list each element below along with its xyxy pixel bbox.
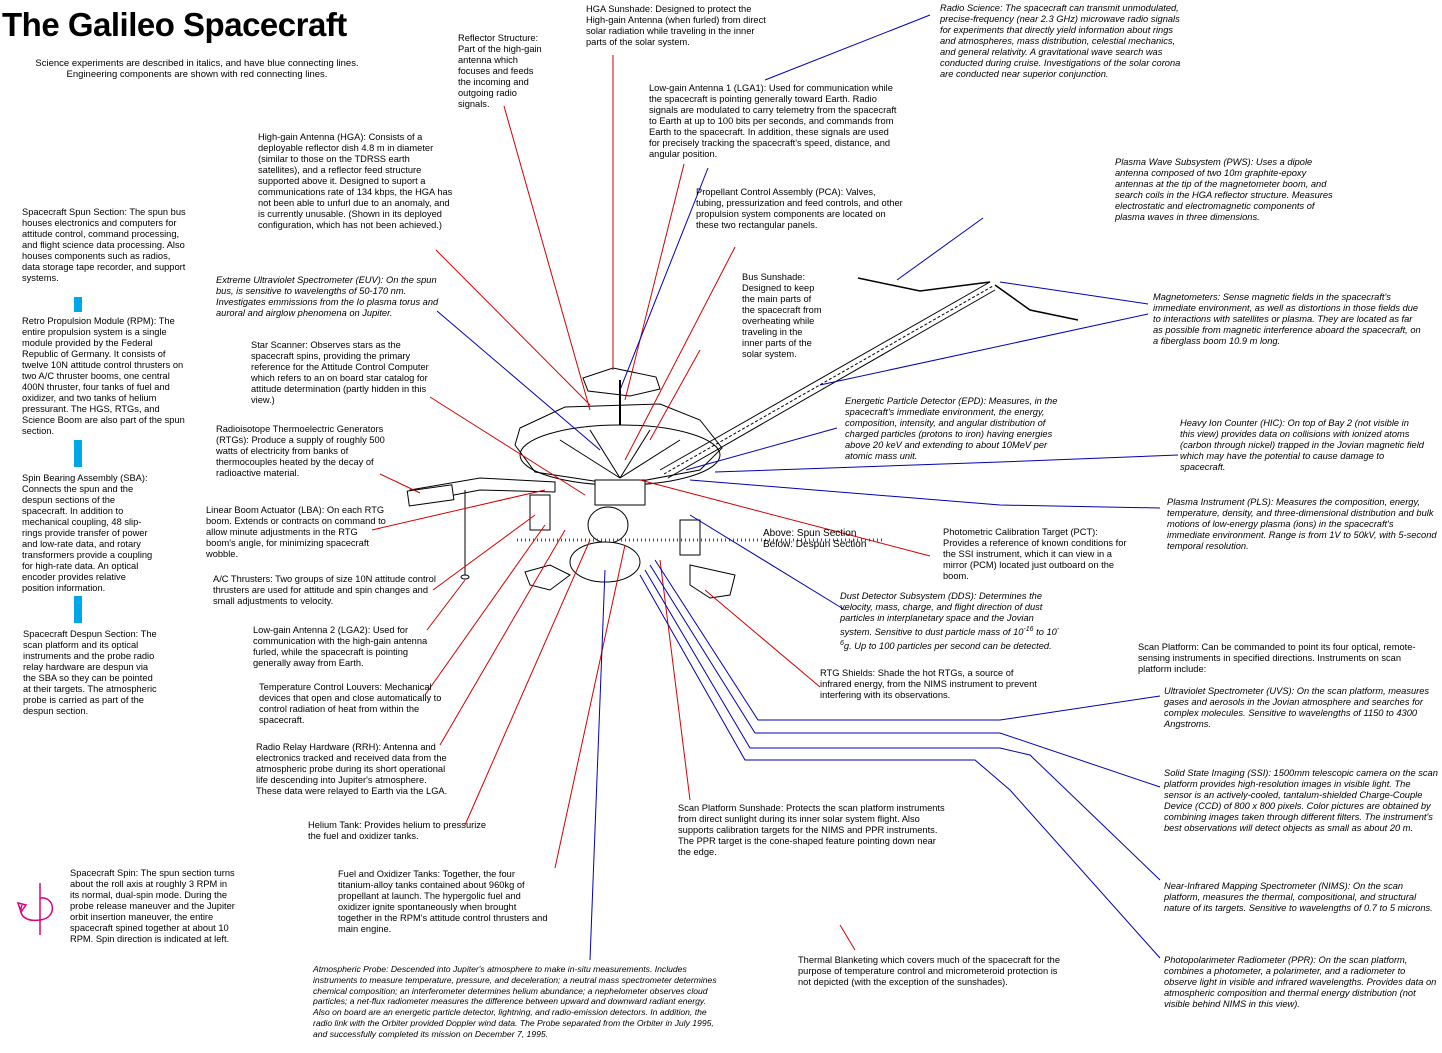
label-pls: Plasma Instrument (PLS): Measures the co… xyxy=(1167,497,1437,551)
science-lines xyxy=(436,14,1179,961)
label-louvers: Temperature Control Louvers: Mechanical … xyxy=(259,682,442,725)
label-bus-sunshade: Bus Sunshade: Designed to keep the main … xyxy=(742,272,822,359)
label-pca: Propellant Control Assembly (PCA): Valve… xyxy=(696,187,903,230)
label-nims: Near-Infrared Mapping Spectrometer (NIMS… xyxy=(1164,881,1433,913)
label-rrh: Radio Relay Hardware (RRH): Antenna and … xyxy=(256,742,448,796)
spun-bus xyxy=(594,479,646,506)
label-uvs: Ultraviolet Spectrometer (UVS): On the s… xyxy=(1164,686,1430,729)
spacecraft-drawing xyxy=(406,277,1079,599)
pws-antenna-2 xyxy=(994,284,1079,321)
rtg-shield xyxy=(679,519,701,556)
label-atmospheric-probe: Atmospheric Probe: Descended into Jupite… xyxy=(313,964,717,1039)
label-rpm: Retro Propulsion Module (RPM): The entir… xyxy=(22,316,185,436)
scan-platform-sunshade xyxy=(689,564,736,599)
label-ac-thrusters: A/C Thrusters: Two groups of size 10N at… xyxy=(213,574,436,606)
section-divider-bar xyxy=(74,297,82,312)
label-ppr: Photopolarimeter Radiometer (PPR): On th… xyxy=(1164,955,1437,1009)
label-rtg-shields: RTG Shields: Shade the hot RTGs, a sourc… xyxy=(820,668,1037,700)
fuel-tank xyxy=(587,506,629,544)
label-pct: Photometric Calibration Target (PCT): Pr… xyxy=(943,527,1127,581)
label-despun-section: Spacecraft Despun Section: The scan plat… xyxy=(23,629,157,716)
separator-below-label: Below: Despun Section xyxy=(763,539,867,550)
label-hic: Heavy Ion Counter (HIC): On top of Bay 2… xyxy=(1180,418,1424,472)
label-dds: Dust Detector Subsystem (DDS): Determine… xyxy=(840,591,1060,652)
label-euv: Extreme Ultraviolet Spectrometer (EUV): … xyxy=(216,275,439,318)
label-lba: Linear Boom Actuator (LBA): On each RTG … xyxy=(206,505,386,559)
label-spacecraft-spin: Spacecraft Spin: The spun section turns … xyxy=(70,868,235,944)
label-scan-platform: Scan Platform: Can be commanded to point… xyxy=(1138,642,1416,674)
label-helium-tank: Helium Tank: Provides helium to pressuri… xyxy=(308,820,487,841)
page-title: The Galileo Spacecraft xyxy=(2,6,347,43)
label-pws: Plasma Wave Subsystem (PWS): Uses a dipo… xyxy=(1115,157,1333,222)
label-reflector-structure: Reflector Structure: Part of the high-ga… xyxy=(458,33,542,109)
legend-note: Science experiments are described in ita… xyxy=(35,58,359,80)
pca-panel xyxy=(529,494,551,531)
hga-dish xyxy=(519,424,721,486)
label-radio-science: Radio Science: The spacecraft can transm… xyxy=(940,3,1181,79)
hga-sunshade xyxy=(582,367,661,397)
label-lga2: Low-gain Antenna 2 (LGA2): Used for comm… xyxy=(253,625,428,668)
separator-above-label: Above: Spun Section xyxy=(763,528,857,539)
label-fuel-oxidizer: Fuel and Oxidizer Tanks: Together, the f… xyxy=(338,869,548,934)
label-spun-section: Spacecraft Spun Section: The spun bus ho… xyxy=(22,207,186,283)
science-boom xyxy=(659,281,996,479)
rrh-antenna xyxy=(524,564,571,591)
label-star-scanner: Star Scanner: Observes stars as the spac… xyxy=(251,340,429,405)
section-divider-bar xyxy=(74,440,82,467)
rtg xyxy=(406,484,455,507)
spin-direction-icon xyxy=(16,883,54,935)
section-divider-bar xyxy=(74,596,82,623)
label-rtg: Radioisotope Thermoelectric Generators (… xyxy=(216,424,385,478)
label-sba: Spin Bearing Assembly (SBA): Connects th… xyxy=(22,473,153,593)
label-hga-sunshade: HGA Sunshade: Designed to protect the Hi… xyxy=(586,4,766,47)
label-thermal-blanketing: Thermal Blanketing which covers much of … xyxy=(798,955,1060,987)
pws-antenna xyxy=(857,277,991,292)
label-lga1: Low-gain Antenna 1 (LGA1): Used for comm… xyxy=(649,83,897,159)
engineering-lines xyxy=(371,55,931,951)
label-magnetometers: Magnetometers: Sense magnetic fields in … xyxy=(1153,292,1421,346)
label-ssi: Solid State Imaging (SSI): 1500mm telesc… xyxy=(1164,768,1438,833)
hga-rim xyxy=(514,403,723,486)
label-scan-platform-sunshade: Scan Platform Sunshade: Protects the sca… xyxy=(678,803,945,857)
label-epd: Energetic Particle Detector (EPD): Measu… xyxy=(845,396,1058,461)
label-hga: High-gain Antenna (HGA): Consists of a d… xyxy=(258,132,453,230)
